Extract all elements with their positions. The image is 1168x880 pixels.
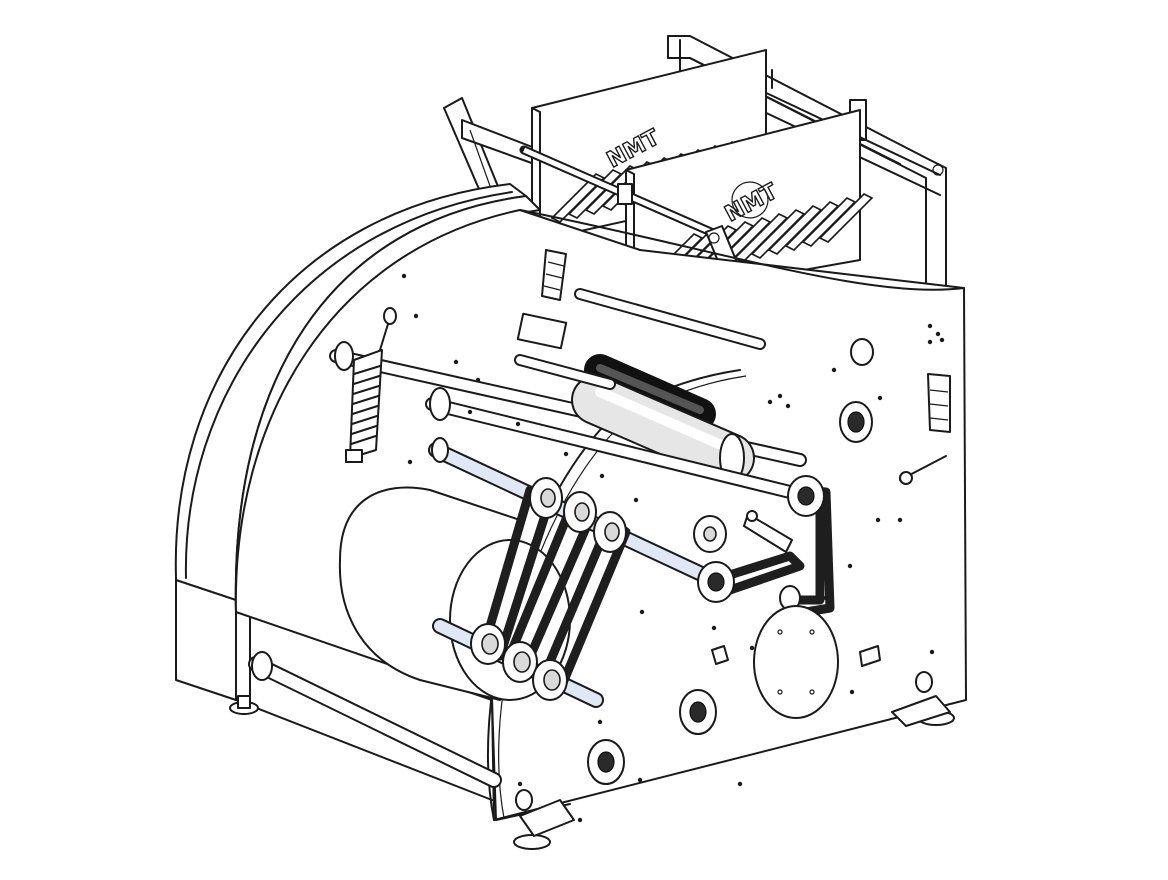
- bearing-lower-2: [587, 739, 625, 785]
- fastener-hole: [777, 393, 783, 399]
- guard-rod: [519, 145, 725, 241]
- drive-disc: [753, 605, 839, 719]
- right-cylinder: [899, 373, 951, 485]
- fastener-hole: [939, 337, 945, 343]
- bearing-center: [693, 515, 727, 553]
- pulley-upper-2: [563, 491, 597, 533]
- fastener-hole: [639, 609, 645, 615]
- pulley-right-top: [787, 475, 825, 517]
- foot-front: [513, 789, 575, 850]
- fastener-hole: [849, 689, 855, 695]
- bearings: [587, 338, 874, 785]
- panel-cutouts: [711, 645, 881, 667]
- fastener-hole: [831, 367, 837, 373]
- fastener-hole: [597, 719, 603, 725]
- fastener-hole: [767, 399, 773, 405]
- cylinder-rib: [353, 365, 381, 375]
- fastener-hole: [823, 595, 829, 601]
- pulleys: [470, 475, 825, 701]
- upper-rollers: [329, 288, 807, 499]
- fastener-hole: [401, 273, 407, 279]
- fastener-hole: [453, 359, 459, 365]
- fastener-hole: [927, 323, 933, 329]
- fastener-hole: [927, 339, 933, 345]
- fastener-holes: [401, 273, 945, 823]
- fastener-hole: [407, 459, 413, 465]
- fastener-hole: [475, 377, 481, 383]
- cylinder-rib: [351, 395, 380, 405]
- fastener-hole: [517, 781, 523, 787]
- fastener-hole: [749, 645, 755, 651]
- foot-right: [891, 671, 955, 727]
- fastener-hole: [599, 473, 605, 479]
- foot-left: [229, 695, 259, 715]
- cylinder-rib: [351, 405, 379, 415]
- cylinder-rib: [350, 435, 377, 445]
- cylinder-rib: [352, 375, 381, 385]
- fastener-hole: [929, 649, 935, 655]
- pulley-lower-1: [470, 623, 506, 665]
- pulley-upper-3: [593, 511, 627, 553]
- bearing-upper-right: [839, 401, 873, 443]
- fastener-hole: [847, 563, 853, 569]
- fastener-hole: [877, 395, 883, 401]
- pulley-lower-2: [502, 641, 538, 683]
- pulley-upper-1: [529, 477, 563, 519]
- mid-cylinder: [743, 510, 793, 553]
- cylinder-rib: [352, 385, 380, 395]
- cylinder-rib: [350, 425, 378, 435]
- fastener-hole: [577, 817, 583, 823]
- fastener-hole: [875, 517, 881, 523]
- fastener-hole: [467, 409, 473, 415]
- fastener-hole: [515, 421, 521, 427]
- fastener-hole: [711, 625, 717, 631]
- pulley-lower-3: [532, 659, 568, 701]
- cylinder-rib: [351, 415, 378, 425]
- web-path: [487, 369, 747, 821]
- fastener-hole: [637, 777, 643, 783]
- fastener-hole: [413, 313, 419, 319]
- fastener-hole: [563, 451, 569, 457]
- pulley-right-mid: [697, 561, 735, 603]
- left-cylinder: [345, 307, 397, 463]
- fastener-hole: [785, 403, 791, 409]
- bearing-lower-1: [679, 689, 717, 735]
- guard-slot: [818, 193, 874, 243]
- fastener-hole: [737, 781, 743, 787]
- base: [229, 651, 955, 850]
- fastener-hole: [633, 497, 639, 503]
- top-cylinder: [541, 249, 567, 301]
- fastener-hole: [897, 517, 903, 523]
- fastener-hole: [935, 331, 941, 337]
